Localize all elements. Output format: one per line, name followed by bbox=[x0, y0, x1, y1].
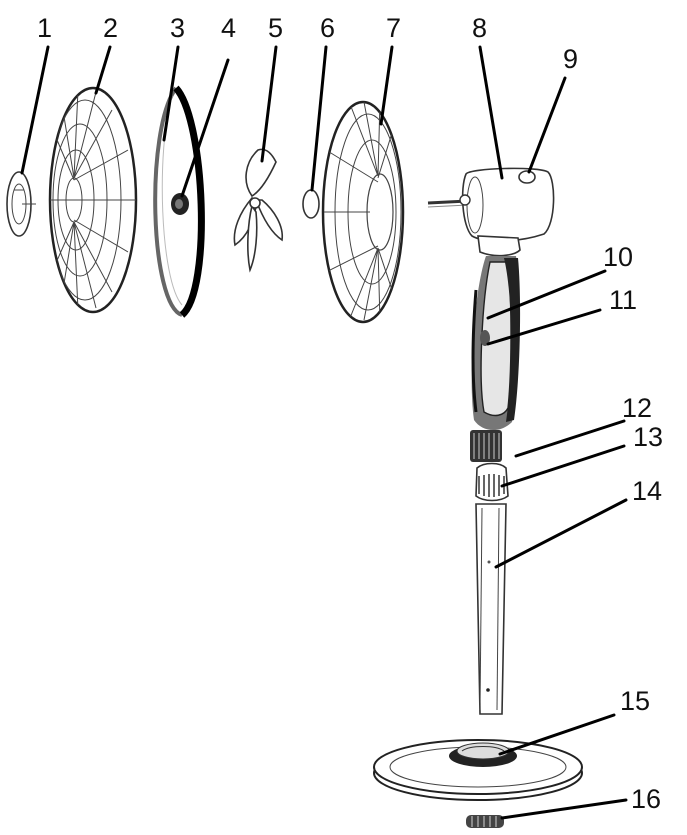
callout-numbers: 1 2 3 4 5 6 7 8 9 10 11 12 13 14 15 16 bbox=[37, 13, 663, 814]
callout-number-8: 8 bbox=[472, 13, 487, 43]
base-part bbox=[373, 739, 583, 801]
callout-number-14: 14 bbox=[632, 476, 662, 506]
leader-line-2 bbox=[94, 45, 112, 95]
callout-number-12: 12 bbox=[622, 393, 652, 423]
front-grille-part bbox=[48, 86, 138, 314]
callout-number-4: 4 bbox=[221, 13, 236, 43]
back-grille-part bbox=[321, 100, 405, 324]
callout-number-13: 13 bbox=[633, 422, 663, 452]
callout-number-15: 15 bbox=[620, 686, 650, 716]
callout-number-16: 16 bbox=[631, 784, 661, 814]
leader-line-6 bbox=[310, 45, 328, 192]
leader-line-13 bbox=[500, 444, 626, 488]
callout-number-10: 10 bbox=[603, 242, 633, 272]
oscillation-knob-part bbox=[518, 170, 536, 184]
bearing-cap-part bbox=[302, 189, 320, 219]
leader-line-15 bbox=[498, 713, 616, 756]
mounting-nut-part bbox=[171, 193, 189, 215]
fan-blade-part bbox=[233, 148, 284, 273]
motor-housing-part bbox=[427, 167, 555, 257]
callout-number-7: 7 bbox=[386, 13, 401, 43]
leader-line-7 bbox=[379, 45, 394, 126]
callout-number-6: 6 bbox=[320, 13, 335, 43]
leader-line-10 bbox=[486, 269, 607, 320]
leader-line-12 bbox=[514, 419, 626, 458]
callout-number-9: 9 bbox=[563, 44, 578, 74]
callout-number-5: 5 bbox=[268, 13, 283, 43]
leader-line-3 bbox=[162, 45, 180, 142]
leader-line-9 bbox=[527, 76, 567, 174]
leader-line-1 bbox=[20, 45, 50, 175]
callout-number-1: 1 bbox=[37, 13, 52, 43]
leader-line-5 bbox=[260, 45, 278, 163]
leader-line-8 bbox=[478, 45, 504, 180]
callout-number-3: 3 bbox=[170, 13, 185, 43]
leader-line-16 bbox=[500, 798, 628, 820]
leader-line-11 bbox=[486, 308, 602, 346]
leader-line-4 bbox=[180, 58, 230, 198]
leader-line-14 bbox=[494, 498, 628, 569]
spinner-cap-part bbox=[6, 171, 36, 237]
connection-ring-part bbox=[475, 462, 509, 502]
leader-lines bbox=[20, 45, 628, 820]
callout-number-11: 11 bbox=[609, 285, 637, 315]
lock-collar-part bbox=[470, 430, 502, 462]
callout-number-2: 2 bbox=[103, 13, 118, 43]
pole-part bbox=[475, 503, 507, 715]
base-nut-part bbox=[466, 815, 504, 828]
